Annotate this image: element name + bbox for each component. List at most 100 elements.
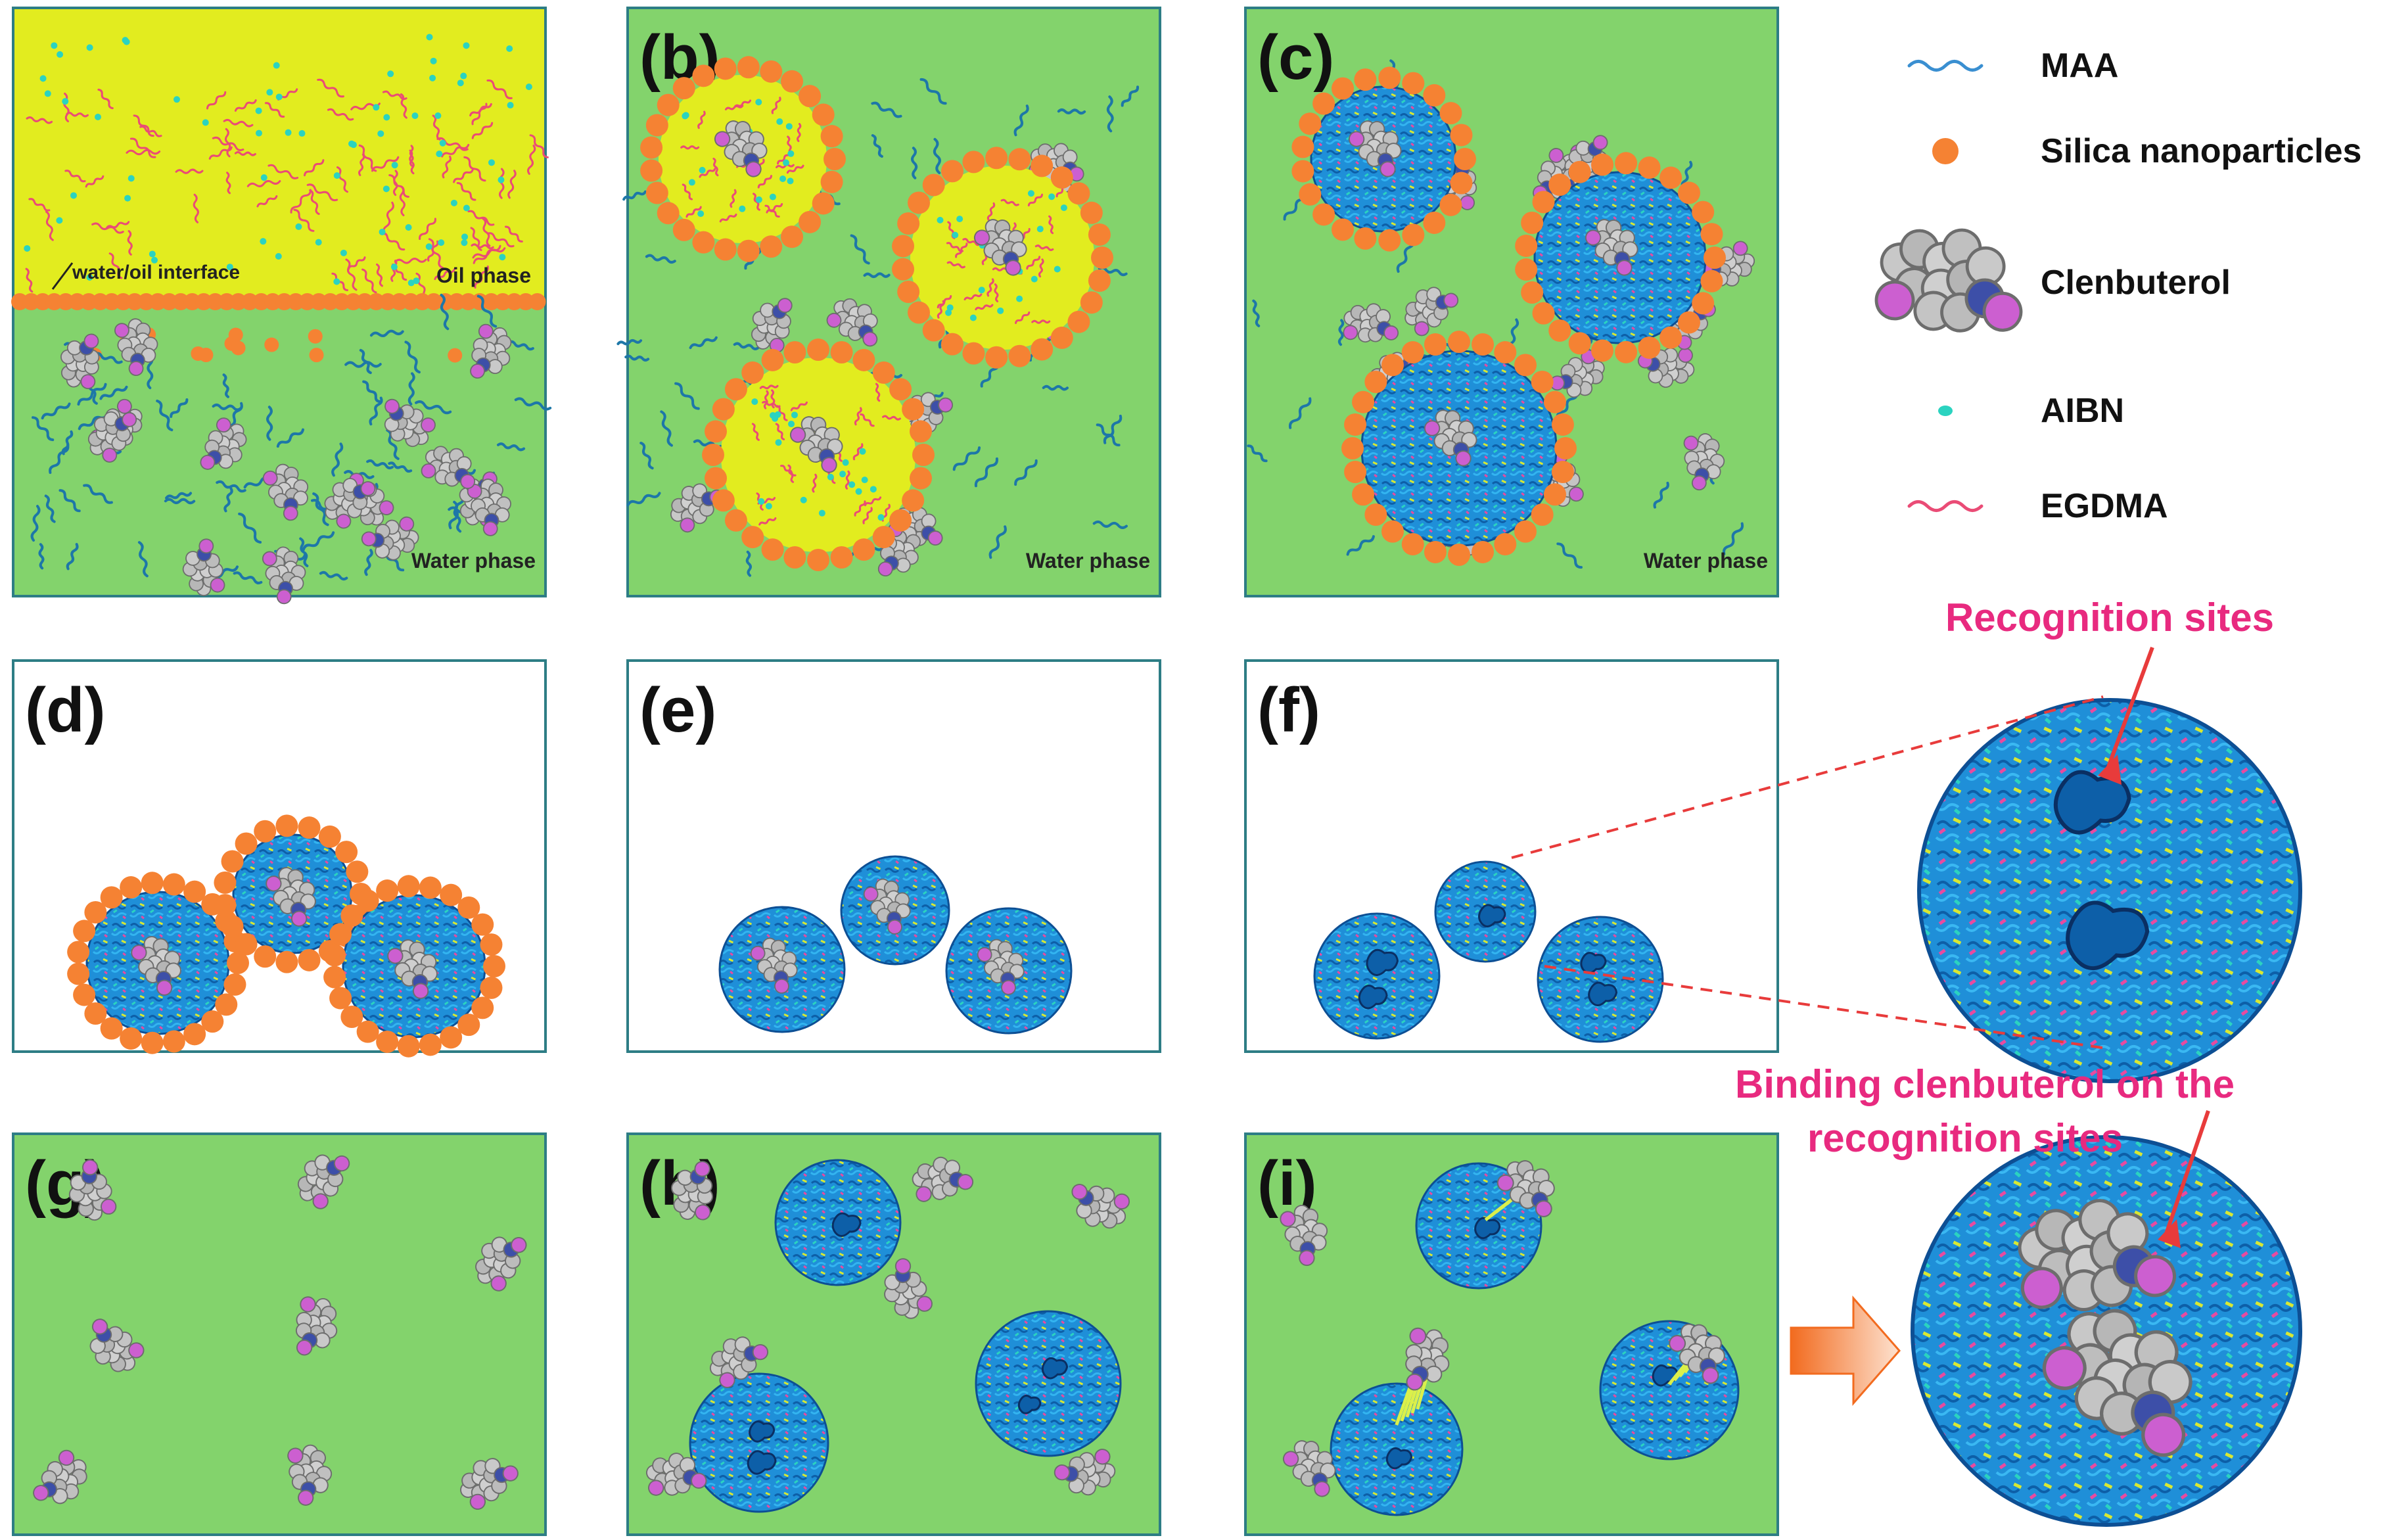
silica-particle: [640, 136, 663, 159]
aibn-particle: [1031, 275, 1038, 283]
maa-chain: [407, 372, 415, 406]
silica-particle: [1543, 483, 1566, 506]
maa-chain: [222, 373, 229, 398]
egdma-chain: [28, 198, 51, 212]
clenbuterol-molecule: [1054, 1449, 1116, 1496]
aibn-particle: [1016, 295, 1023, 302]
maa-chain: [1653, 481, 1669, 509]
egdma-chain: [937, 300, 945, 319]
aibn-particle: [787, 177, 794, 185]
aibn-particle: [275, 93, 283, 101]
oil-droplet: [640, 56, 846, 262]
maa-chain: [1288, 397, 1312, 429]
panel-d: (d): [12, 659, 547, 1058]
egdma-chain: [399, 185, 406, 217]
silica-particle: [908, 191, 931, 214]
maa-chain: [674, 382, 700, 410]
silica-particle: [376, 1030, 399, 1053]
silica-particle: [897, 280, 920, 303]
egdma-chain: [400, 93, 407, 119]
aibn-particle: [51, 42, 58, 49]
recognition-cavity: [747, 1450, 777, 1475]
clenbuterol-molecule: [60, 333, 100, 390]
aibn-particle: [818, 509, 825, 517]
egdma-chain: [472, 247, 506, 259]
egdma-chain: [434, 268, 455, 281]
maa-chain: [302, 531, 335, 551]
legend-label: EGDMA: [2041, 487, 2168, 525]
maa-chain: [733, 342, 760, 350]
panel-i: (i): [1244, 1132, 1779, 1536]
aibn-particle: [772, 415, 779, 422]
silica-particle: [1091, 246, 1113, 269]
silica-particle: [812, 103, 835, 126]
clenbuterol-molecule: [645, 1453, 707, 1496]
egdma-chain: [394, 258, 427, 264]
silica-particle: [1423, 84, 1446, 107]
maa-chain: [1247, 444, 1268, 463]
aibn-particle: [697, 210, 705, 218]
egdma-chain: [45, 210, 54, 241]
silica-particle: [1591, 153, 1614, 176]
bound-clenbuterol-molecule: [2042, 1309, 2192, 1457]
silica-particle: [1532, 191, 1555, 214]
maa-chain: [507, 340, 534, 351]
clenbuterol-molecule: [714, 120, 768, 177]
egdma-chain: [758, 517, 777, 526]
panel-label: (e): [639, 675, 716, 745]
silica-shell: [640, 56, 846, 262]
egdma-chain: [1026, 256, 1041, 270]
aibn-particle: [149, 250, 156, 258]
binding-label-line1: Binding clenbuterol on the: [1735, 1062, 2235, 1106]
silica-particle: [480, 933, 503, 956]
maa-chain: [933, 137, 941, 175]
aibn-particle: [202, 119, 209, 126]
silica-particle: [254, 945, 277, 968]
maa-chain: [238, 512, 262, 544]
egdma-chain: [26, 116, 53, 124]
clenbuterol-molecule: [789, 416, 843, 473]
silica-particle: [1031, 338, 1054, 361]
egdma-chain: [685, 206, 702, 218]
egdma-chain: [264, 102, 285, 118]
silica-particle: [852, 538, 875, 561]
silica-particle: [201, 1010, 224, 1033]
egdma-chain: [376, 263, 383, 287]
silica-particle: [830, 546, 853, 569]
egdma-chain: [680, 145, 700, 150]
water-phase-label: Water phase: [1644, 549, 1768, 572]
silica-shell: [1291, 66, 1476, 252]
aibn-particle: [682, 112, 689, 120]
silica-particle: [807, 549, 829, 571]
maa-chain: [369, 396, 383, 426]
polymer-sphere: [840, 855, 950, 966]
egdma-chain: [812, 473, 818, 493]
silica-particle: [275, 950, 298, 973]
silica-particle: [264, 337, 279, 352]
clenbuterol-molecule: [1669, 1323, 1725, 1384]
silica-particle: [897, 212, 920, 235]
egdma-chain: [63, 92, 70, 123]
silica-particle: [228, 327, 243, 342]
egdma-chain: [225, 128, 231, 158]
egdma-chain: [133, 114, 154, 137]
clenbuterol-molecule: [863, 878, 911, 935]
maa-chain: [41, 402, 71, 420]
silica-coated-sphere: [67, 872, 249, 1054]
maa-chain: [83, 484, 113, 504]
silica-particle: [1515, 258, 1538, 281]
maa-chain: [1556, 542, 1583, 569]
clenbuterol-molecule: [1280, 1204, 1328, 1267]
silica-particle: [1439, 193, 1462, 216]
silica-particle: [889, 509, 912, 532]
egdma-chain: [471, 103, 488, 126]
silica-particle: [962, 151, 985, 174]
cyan-dot-icon: [1938, 406, 1953, 416]
silica-particle: [760, 60, 783, 83]
silica-particle: [1402, 223, 1425, 246]
panel-label: (f): [1257, 675, 1320, 745]
aibn-particle: [507, 102, 514, 109]
aibn-particle: [1036, 225, 1044, 233]
aibn-particle: [411, 112, 419, 120]
egdma-chain: [697, 110, 706, 129]
